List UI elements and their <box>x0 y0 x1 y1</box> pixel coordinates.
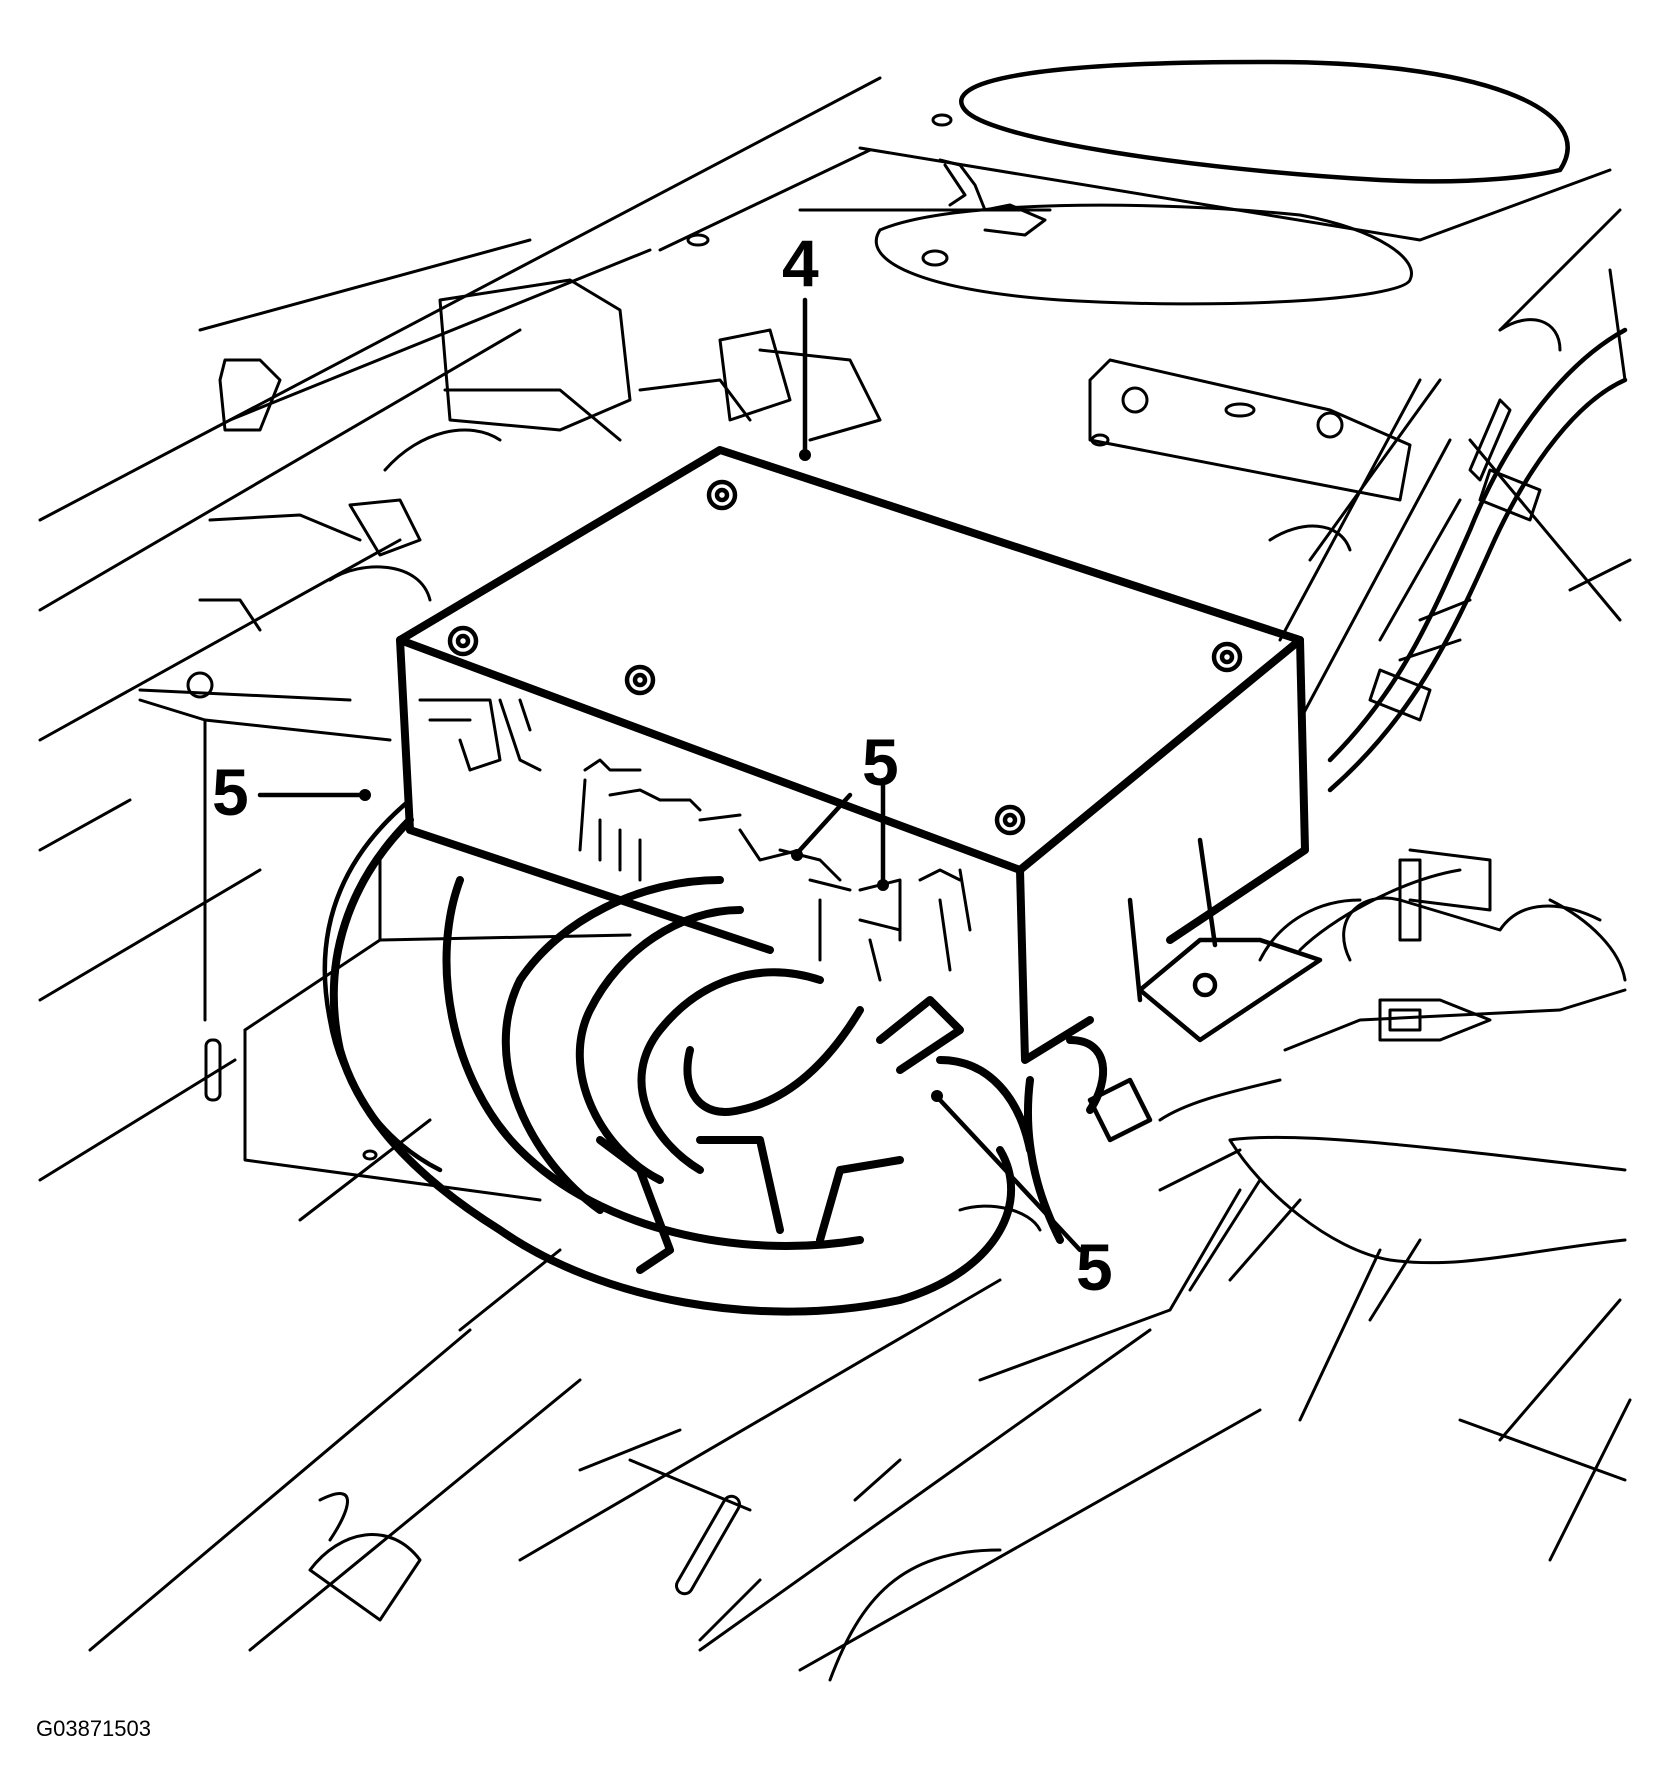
callout-5d-dot <box>931 1090 943 1102</box>
callout-5c-label: 5 <box>1076 1230 1113 1304</box>
callout-4-label: 4 <box>782 226 819 300</box>
control-module <box>396 446 1323 1064</box>
figure-code: G03871503 <box>36 1716 151 1741</box>
callout-leaders <box>257 297 1083 1253</box>
callout-5b-label: 5 <box>862 725 899 799</box>
floor-panel-lines <box>38 59 1632 1682</box>
callout-5c-dot <box>877 879 889 891</box>
callout-5a-label: 5 <box>212 755 249 829</box>
callout-4-dot <box>799 449 811 461</box>
wiring-harness <box>322 797 1153 1316</box>
callout-5a-dot <box>359 789 371 801</box>
callout-5b-dot <box>791 849 803 861</box>
